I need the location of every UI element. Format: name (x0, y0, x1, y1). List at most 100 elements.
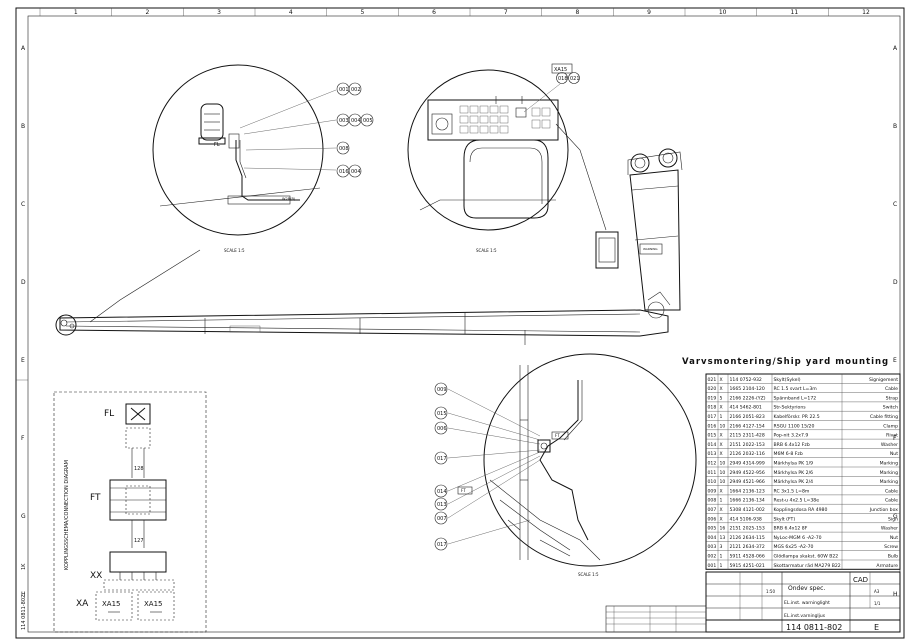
svg-text:FT: FT (555, 433, 560, 438)
part-quantity: 5 (720, 395, 723, 401)
part-description: Märkhylsa PK 2/6 (774, 470, 814, 476)
column-number: 2 (146, 9, 150, 16)
part-name-en: Bulb (888, 554, 898, 560)
column-number: 7 (504, 9, 508, 16)
column-number: 3 (217, 9, 221, 16)
sheet-number: 1/1 (874, 601, 881, 606)
callout-001-002: 001 002 (336, 82, 362, 96)
part-article: 2949 4522-956 (730, 470, 765, 476)
part-position: 003 (708, 544, 717, 550)
row-letter: B (21, 123, 25, 130)
outer-frame (15, 7, 905, 639)
part-description: Pop-nit 3.2x7.9 (774, 433, 809, 439)
part-quantity: X (720, 442, 723, 448)
part-quantity: 1 (720, 563, 723, 569)
svg-text:001: 001 (339, 87, 349, 93)
part-position: 006 (708, 516, 717, 522)
left-margin: 114 0811-802 1K (16, 379, 28, 630)
part-article: 1664 2136-123 (730, 488, 765, 494)
part-description: Kabelförskr. PR 22.5 (774, 414, 820, 420)
button-grid (459, 105, 551, 134)
part-quantity: 10 (720, 461, 726, 467)
detail-circle-3: FT 009 015 006 017 014 013 007 017 FT SC… (434, 353, 697, 577)
row-letter: C (21, 201, 25, 208)
part-name-en: Signigement (869, 377, 898, 383)
part-article: 2166 4127-154 (730, 423, 765, 429)
drawing-number: 114 0811-802 (786, 623, 842, 632)
row-letter: B (893, 123, 897, 130)
part-position: 012 (708, 461, 717, 467)
left-margin-text2: 1K (21, 563, 27, 570)
row-letter: G (21, 513, 26, 520)
part-quantity: 10 (720, 470, 726, 476)
svg-text:018: 018 (558, 76, 568, 82)
part-position: 021 (708, 377, 717, 383)
part-quantity: X (720, 488, 723, 494)
row-letter: C (893, 201, 897, 208)
column-number: 4 (289, 9, 293, 16)
part-name-en: Screw (884, 544, 898, 550)
svg-text:XA15: XA15 (144, 600, 163, 608)
svg-text:008: 008 (339, 146, 349, 152)
part-description: Kopplingsdosa RA 4980 (774, 507, 828, 513)
wx-label: W2R(B) (282, 197, 296, 201)
part-quantity: 1 (720, 498, 723, 504)
svg-text:017: 017 (437, 542, 447, 548)
part-name-en: Nut (890, 451, 898, 457)
column-number: 11 (791, 9, 799, 16)
part-quantity: 1 (720, 554, 723, 560)
part-quantity: X (720, 377, 723, 383)
column-number: 8 (576, 9, 580, 16)
part-description: RC 3x1.5 L=8m (774, 488, 810, 494)
part-position: 013 (708, 451, 717, 457)
row-letter: H (893, 591, 898, 598)
part-quantity: X (720, 516, 723, 522)
svg-text:021: 021 (570, 76, 580, 82)
part-article: 2166 2226-(YZ) (730, 395, 766, 401)
svg-text:007: 007 (437, 516, 447, 522)
part-article: 2151 2022-153 (730, 442, 765, 448)
svg-text:XA15: XA15 (554, 67, 567, 73)
part-description: Str-Sektyrions (774, 405, 807, 411)
row-letter: A (21, 45, 26, 52)
part-description: Skottarmatur räd MA279 B22 (774, 563, 841, 569)
svg-text:127: 127 (134, 538, 144, 544)
part-name-en: Marking (880, 470, 899, 476)
part-article: 2151 2025-153 (730, 526, 765, 532)
detail-circle-2: XA15 018 021 SCALE 1:5 (407, 63, 607, 253)
lamp-body (200, 103, 224, 141)
revision: E (874, 623, 879, 632)
part-name-en: Strap (886, 395, 898, 401)
part-quantity: 3 (720, 544, 723, 550)
scale-label-3: SCALE 1:5 (578, 572, 599, 577)
part-description: BRB 6.4x12 Fzb (774, 442, 810, 448)
part-quantity: X (720, 451, 723, 457)
part-description: MGS 6x25 -A2-70 (774, 544, 814, 550)
part-description: M6M 6-8 Fzb (774, 451, 803, 457)
column-number: 5 (361, 9, 365, 16)
svg-text:002: 002 (351, 87, 361, 93)
part-quantity: X (720, 386, 723, 392)
part-name-en: Switch (883, 405, 898, 411)
crane-boom: WARNING (55, 148, 683, 345)
part-name-en: Cable (885, 386, 898, 392)
part-name-en: Washer (881, 442, 898, 448)
row-letter: E (21, 357, 25, 364)
title-spec: Ondev spec. (788, 585, 825, 592)
